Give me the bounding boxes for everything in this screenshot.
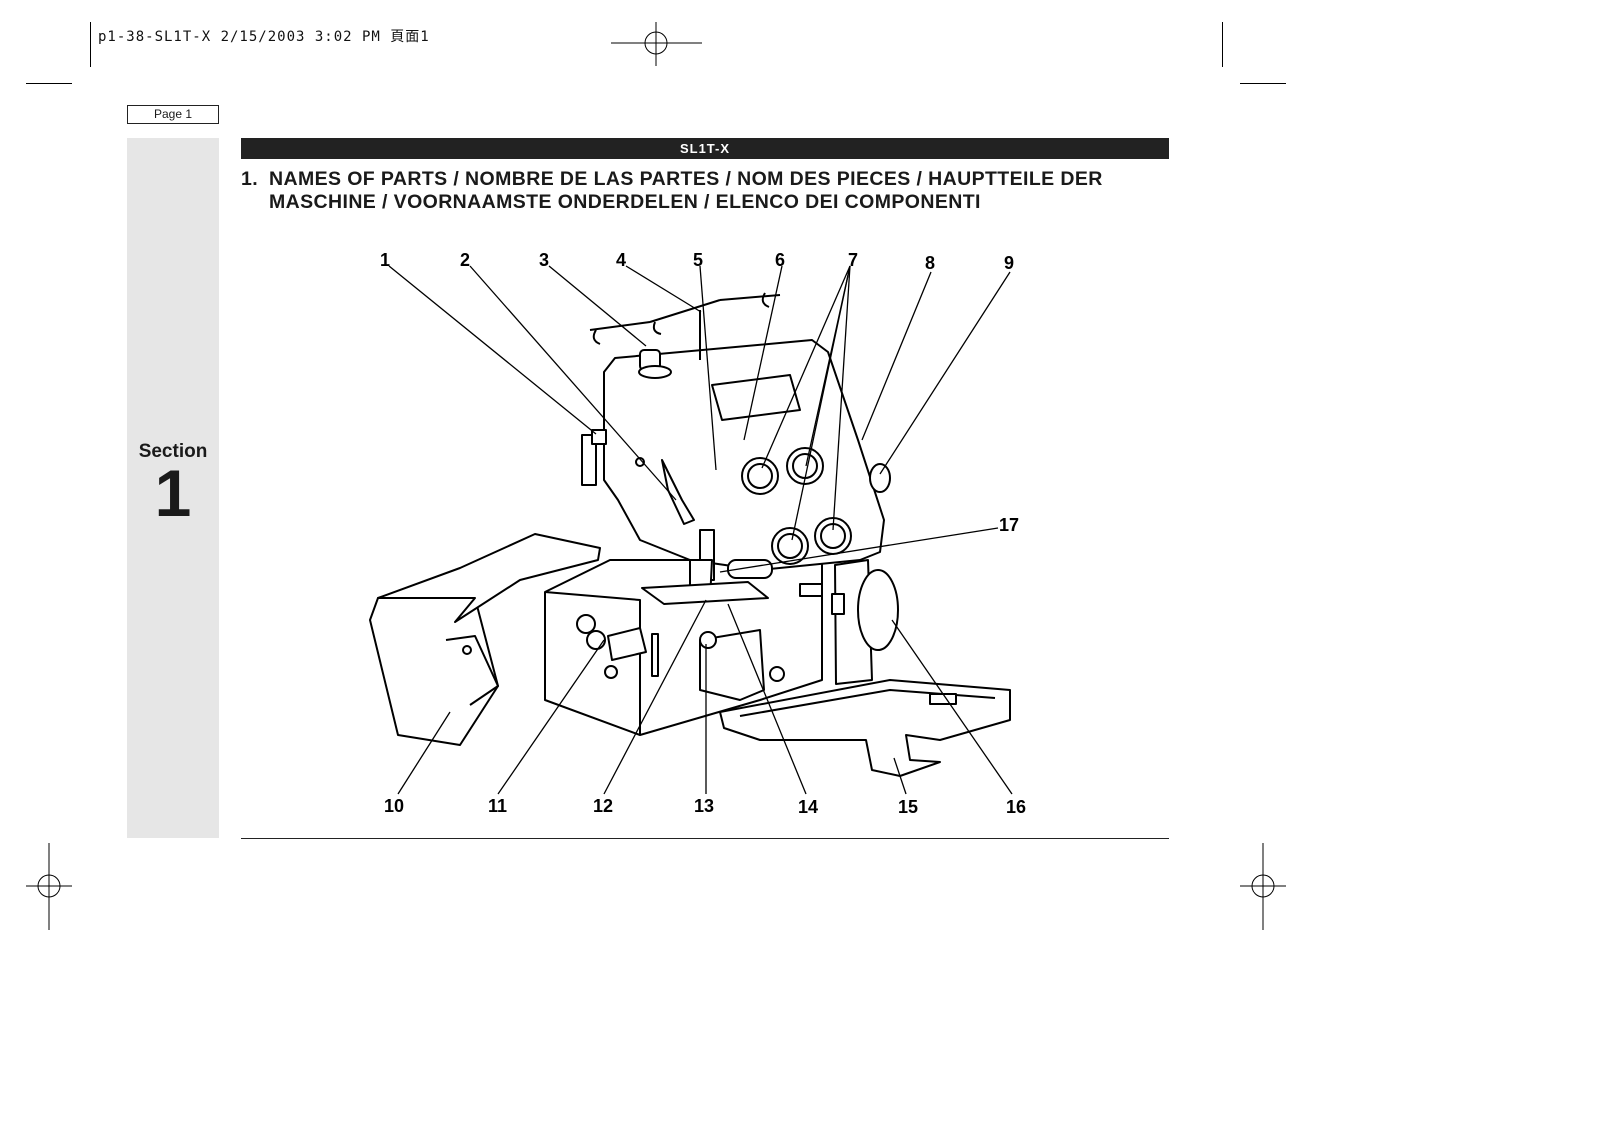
upper-body bbox=[603, 339, 885, 571]
page-label: Page 1 bbox=[127, 105, 219, 124]
callout-14: 14 bbox=[798, 797, 818, 817]
section-sidebar: Section 1 bbox=[127, 138, 219, 838]
heading-line-2: MASCHINE / VOORNAAMSTE ONDERDELEN / ELEN… bbox=[269, 191, 981, 213]
callout-16: 16 bbox=[1006, 797, 1026, 817]
front-cover-shape bbox=[369, 597, 499, 746]
page-heading: 1. NAMES OF PARTS / NOMBRE DE LAS PARTES … bbox=[241, 168, 1181, 214]
section-number: 1 bbox=[154, 456, 192, 530]
registration-mark-top bbox=[611, 22, 702, 66]
heading-line-1: NAMES OF PARTS / NOMBRE DE LAS PARTES / … bbox=[269, 168, 1103, 190]
callout-12: 12 bbox=[593, 796, 613, 816]
callout-11: 11 bbox=[488, 796, 507, 816]
model-bar: SL1T-X bbox=[241, 138, 1169, 159]
callout-numbers: 1 2 3 4 5 6 7 8 9 10 11 12 13 14 15 16 1… bbox=[380, 250, 1026, 817]
callout-7: 7 bbox=[848, 250, 858, 270]
section-word: Section bbox=[138, 441, 208, 462]
callout-13: 13 bbox=[694, 796, 714, 816]
registration-mark-right bbox=[1240, 843, 1286, 930]
callout-6: 6 bbox=[775, 250, 785, 270]
registration-mark-left bbox=[26, 843, 72, 930]
callout-1: 1 bbox=[380, 250, 390, 270]
callout-17: 17 bbox=[999, 515, 1019, 535]
callout-5: 5 bbox=[693, 250, 703, 270]
callout-3: 3 bbox=[539, 250, 549, 270]
print-slug: p1-38-SL1T-X 2/15/2003 3:02 PM 頁面1 bbox=[98, 29, 430, 45]
crop-mark-top-left-h bbox=[26, 83, 72, 84]
callout-2: 2 bbox=[460, 250, 470, 270]
callout-9: 9 bbox=[1004, 253, 1014, 273]
callout-4: 4 bbox=[616, 250, 626, 270]
heading-number: 1. bbox=[241, 168, 259, 190]
serger-machine-drawing bbox=[369, 292, 1011, 777]
crop-mark-top-left-v bbox=[90, 22, 91, 67]
leader-lines bbox=[388, 265, 1013, 795]
callout-15: 15 bbox=[898, 797, 918, 817]
callout-10: 10 bbox=[384, 796, 404, 816]
crop-mark-top-right-h bbox=[1240, 83, 1286, 84]
callout-8: 8 bbox=[925, 253, 935, 273]
crop-mark-top-right-v bbox=[1222, 22, 1223, 67]
bottom-rule bbox=[241, 838, 1169, 839]
